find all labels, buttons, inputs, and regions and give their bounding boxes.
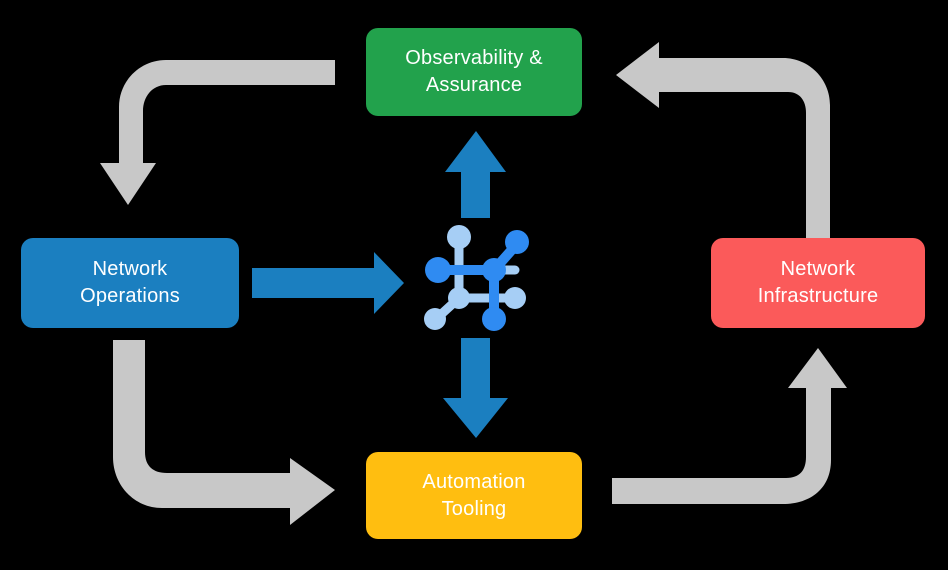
arrow-center-to-observability — [445, 131, 506, 218]
arrow-infrastructure-to-observability — [616, 42, 830, 238]
node-label-automation: Automation Tooling — [422, 470, 526, 520]
arrow-operations-to-automation — [113, 340, 335, 525]
network-icon-dark-nodes — [425, 230, 529, 331]
node-box-infrastructure[interactable]: Network Infrastructure — [711, 238, 925, 328]
node-box-automation[interactable]: Automation Tooling — [366, 452, 582, 539]
network-icon-light-links — [431, 233, 520, 324]
node-label-observability: Observability & Assurance — [405, 47, 543, 96]
node-box-observability[interactable]: Observability & Assurance — [366, 28, 582, 116]
arrow-center-to-automation — [443, 338, 508, 438]
arrow-observability-to-operations — [100, 60, 335, 205]
node-label-operations: Network Operations — [80, 258, 180, 307]
network-graph-icon — [424, 225, 529, 331]
network-icon-light-nodes — [424, 225, 526, 330]
node-label-infrastructure: Network Infrastructure — [757, 258, 879, 307]
arrow-operations-to-center — [252, 252, 404, 314]
arrow-automation-to-infrastructure — [612, 348, 847, 504]
node-box-operations[interactable]: Network Operations — [21, 238, 239, 328]
